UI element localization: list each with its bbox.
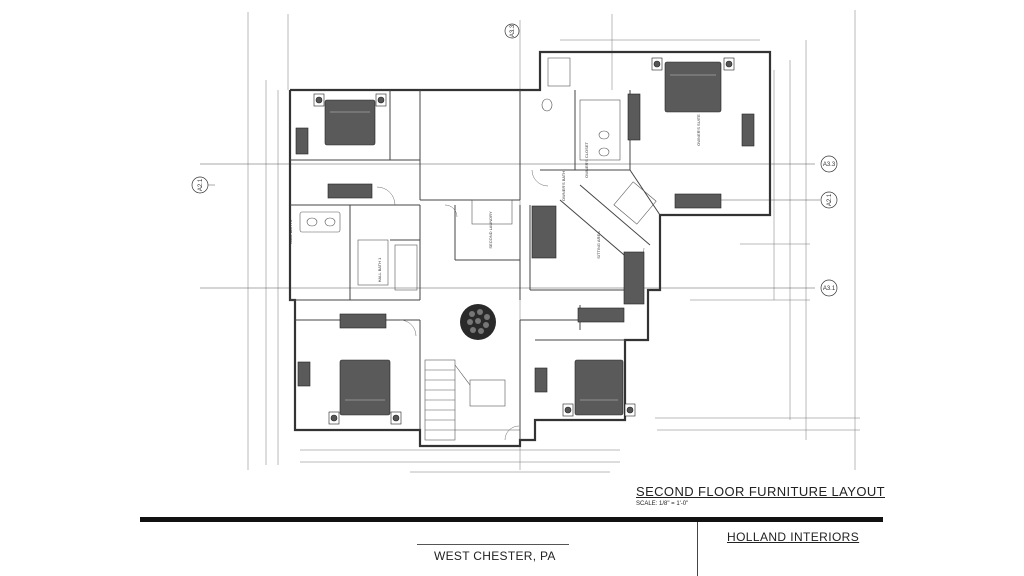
tag-a21-right: A2.1: [820, 191, 838, 209]
svg-text:A3.3: A3.3: [510, 24, 516, 37]
tag-a21-left: A2.1: [191, 176, 209, 194]
chest-southwest: [297, 361, 311, 387]
section-tags: A3.3 A2.1 A3.3 A2.1 A3.1: [191, 23, 838, 297]
owners-vanity: [627, 93, 641, 141]
sheet-scale: SCALE: 1/8" = 1'-0": [636, 501, 689, 507]
svg-text:A2.1: A2.1: [827, 193, 833, 206]
label-owners-suite: OWNER'S SUITE: [696, 114, 701, 146]
dresser-southwest: [339, 313, 387, 329]
bed-southeast: [562, 359, 636, 417]
chest-southeast: [534, 367, 548, 393]
round-rug: [460, 304, 496, 340]
project-location: WEST CHESTER, PA: [434, 549, 556, 563]
desk-northwest: [295, 127, 309, 155]
bed-northwest: [313, 93, 387, 146]
room-labels: OWNER'S SUITE OWNER'S BATH HALL BATH 2 H…: [288, 114, 701, 283]
owners-bench: [741, 113, 755, 147]
bed-southwest: [328, 359, 402, 425]
label-owners-closet: OWNER'S CLOSET: [584, 142, 589, 178]
chair-sitting-area: [623, 251, 645, 305]
label-hall-bath-2: HALL BATH 2: [288, 219, 293, 244]
location-line: [417, 544, 569, 545]
sofa-sitting-area: [531, 205, 557, 259]
dresser-northwest: [327, 183, 373, 199]
owners-dresser: [674, 193, 722, 209]
tag-a33-right: A3.3: [820, 155, 838, 173]
svg-text:A3.3: A3.3: [823, 162, 836, 168]
label-laundry: SECOND LAUNDRY: [488, 211, 493, 249]
label-owners-bath: OWNER'S BATH: [561, 171, 566, 201]
bath-fixtures: [299, 57, 657, 291]
svg-text:A2.1: A2.1: [198, 178, 204, 191]
tag-a31-right: A3.1: [820, 279, 838, 297]
stair: [424, 359, 520, 441]
title-block-rule: [140, 517, 883, 522]
grid-reference-lines: [200, 163, 820, 289]
tag-a33-top: A3.3: [504, 23, 520, 39]
title-block-divider: [697, 522, 698, 576]
exterior-walls: [288, 50, 772, 448]
dresser-southeast: [577, 307, 625, 323]
dimension-lines: [247, 10, 860, 473]
bed-owners-suite: [651, 57, 735, 113]
label-sitting-area: SITTING AREA: [596, 231, 601, 259]
svg-text:A3.1: A3.1: [823, 286, 836, 292]
sheet-title: SECOND FLOOR FURNITURE LAYOUT: [636, 484, 885, 499]
furniture: [295, 57, 755, 425]
firm-name: HOLLAND INTERIORS: [727, 530, 860, 544]
label-hall-bath-1: HALL BATH 1: [377, 257, 382, 282]
